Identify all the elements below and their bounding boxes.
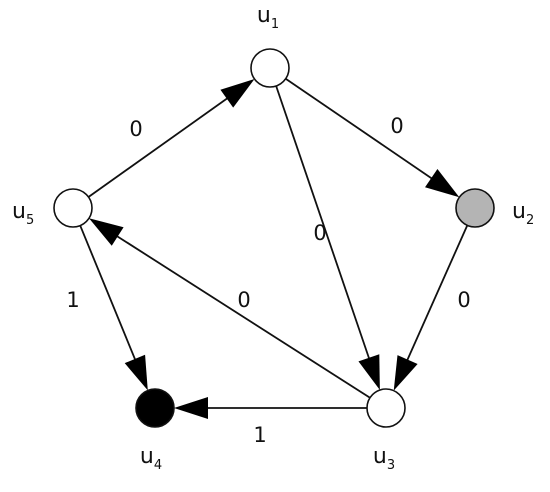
node-label-base: u (257, 3, 271, 28)
node-label-subscript: 1 (271, 17, 279, 32)
node-label: u3 (373, 444, 395, 473)
edge-u2-u3: 0 (393, 224, 471, 391)
node-label-base: u (140, 444, 154, 469)
edge-weight-label: 0 (313, 221, 326, 245)
node-circle (366, 388, 406, 428)
arrowhead (89, 218, 124, 246)
node-label-base: u (12, 199, 26, 224)
node-u2: u2 (455, 188, 534, 228)
edge-line (405, 224, 469, 362)
node-circle (250, 48, 290, 88)
edge-weight-label: 0 (390, 114, 403, 138)
edge-u5-u4: 1 (66, 225, 148, 391)
node-u1: u1 (250, 3, 290, 88)
node-label-subscript: 4 (154, 458, 162, 473)
edge-weight-label: 0 (237, 288, 250, 312)
node-label: u5 (12, 199, 34, 228)
node-label-base: u (373, 444, 387, 469)
arrowhead (124, 354, 148, 391)
edge-u3-u5: 0 (89, 218, 371, 399)
edge-u1-u2: 0 (285, 77, 460, 198)
arrowhead (358, 354, 380, 391)
node-label-base: u (512, 199, 526, 224)
edge-line (285, 77, 434, 180)
edge-line (275, 85, 371, 361)
arrowhead (393, 355, 418, 391)
edges-layer: 0 0 0 0 0 1 1 (66, 77, 471, 447)
edge-weight-label: 0 (457, 288, 470, 312)
node-label: u4 (140, 444, 162, 473)
node-label-subscript: 5 (26, 213, 34, 228)
node-u3: u3 (366, 388, 406, 473)
edge-weight-label: 1 (253, 423, 266, 447)
node-u5: u5 (12, 188, 93, 228)
arrowhead (220, 79, 255, 108)
node-circle (135, 388, 175, 428)
node-label-subscript: 2 (526, 213, 534, 228)
edge-u5-u1: 0 (87, 79, 255, 198)
edge-line (87, 96, 229, 198)
arrowhead (425, 169, 460, 198)
edge-u1-u3: 0 (275, 85, 380, 391)
edge-weight-label: 1 (66, 288, 79, 312)
node-circle (53, 188, 93, 228)
edge-line (115, 234, 371, 399)
arrowhead (174, 397, 208, 419)
node-label: u2 (512, 199, 534, 228)
node-circle (455, 188, 495, 228)
node-label-subscript: 3 (387, 458, 395, 473)
edge-weight-label: 0 (129, 117, 142, 141)
node-label: u1 (257, 3, 279, 32)
edge-line (79, 225, 137, 362)
edge-u3-u4: 1 (174, 397, 367, 447)
node-u4: u4 (135, 388, 175, 473)
